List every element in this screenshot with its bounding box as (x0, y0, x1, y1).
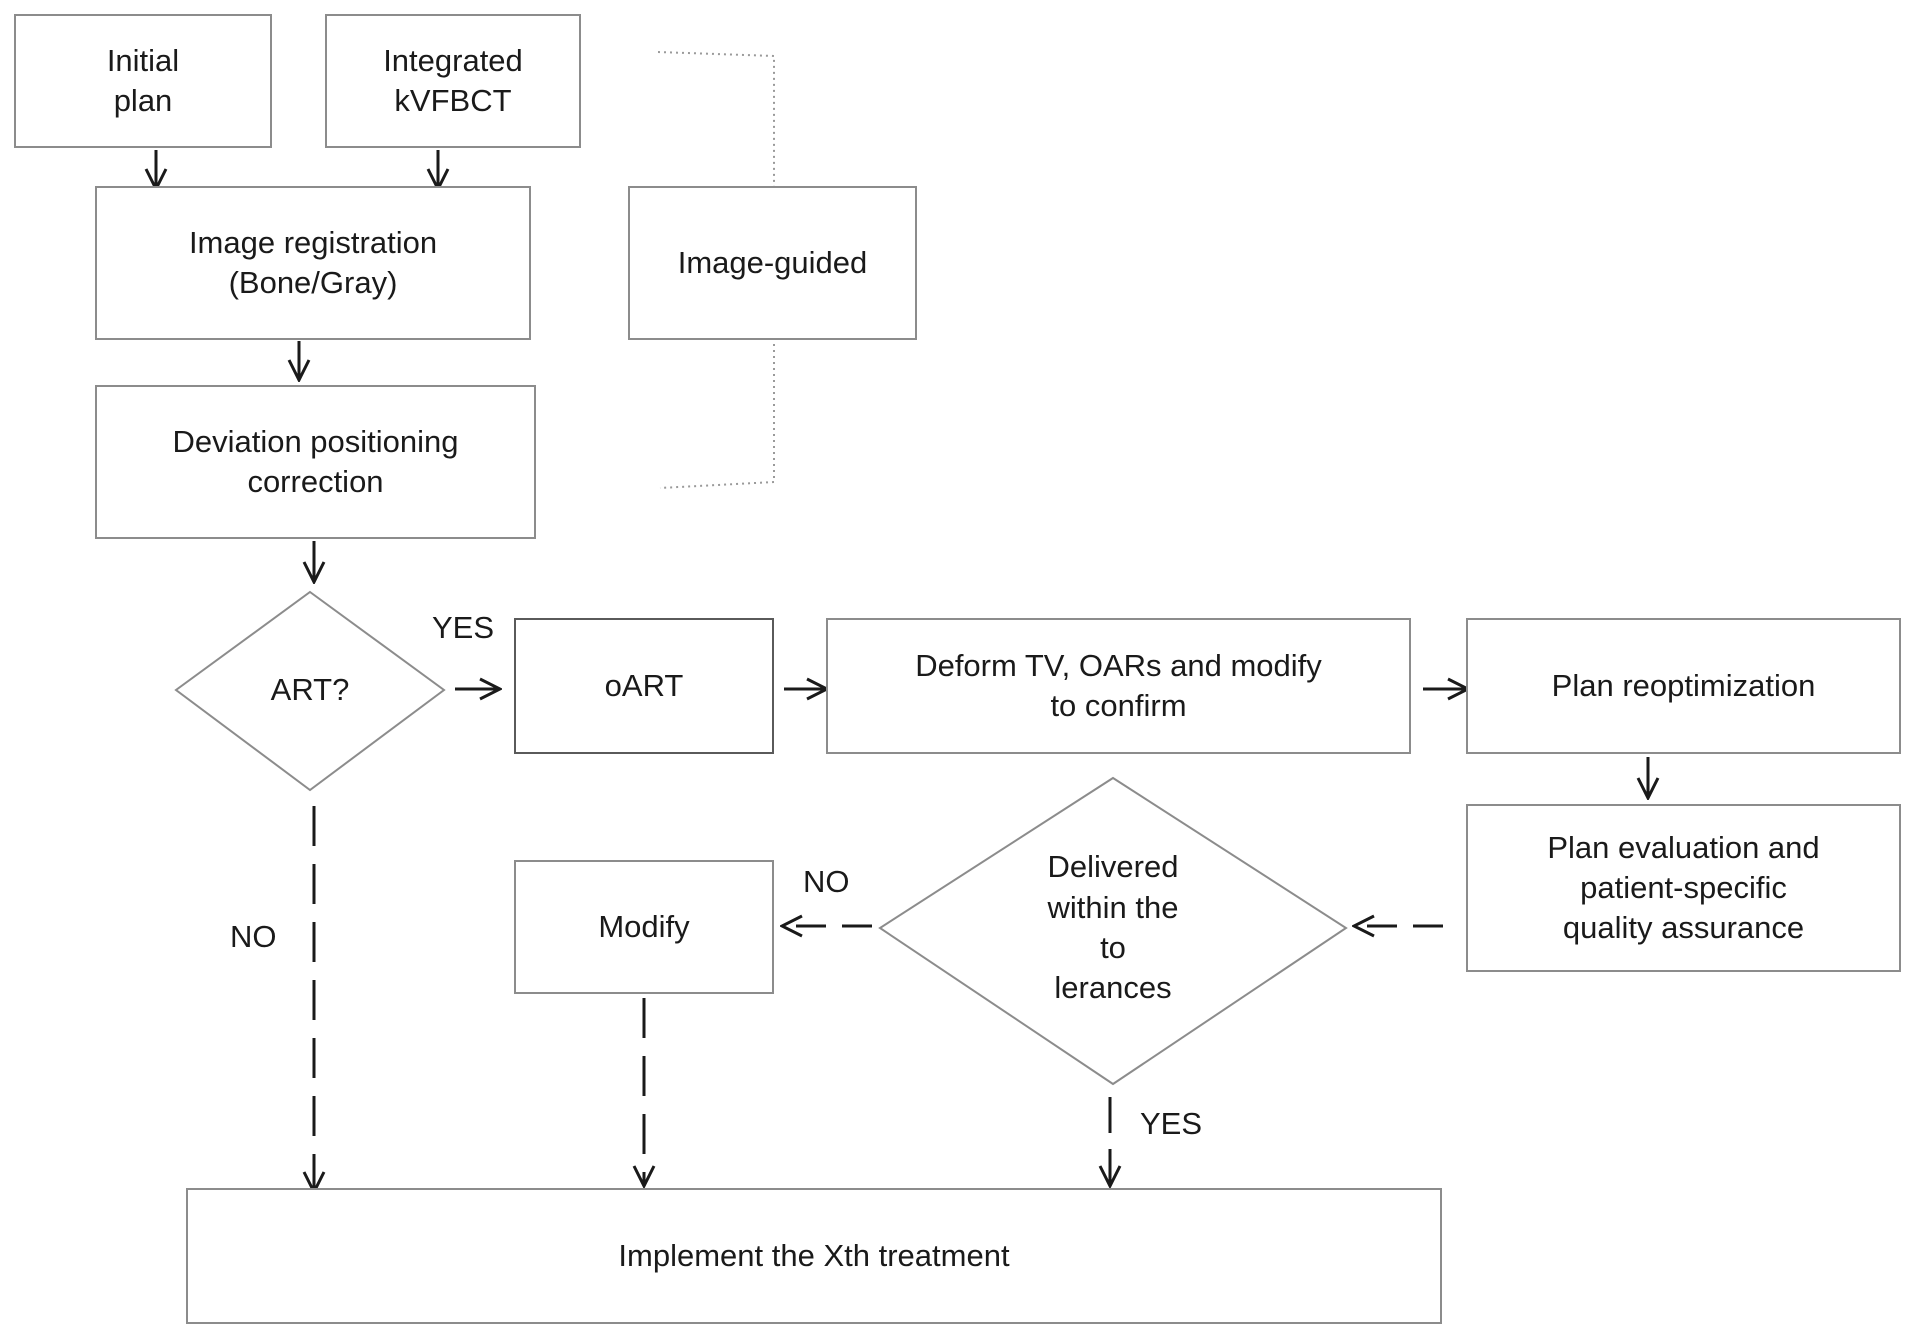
plan-evaluation-box: Plan evaluation and patient-specific qua… (1466, 804, 1901, 972)
image-guided-box: Image-guided (628, 186, 917, 340)
implement-treatment-label: Implement the Xth treatment (618, 1237, 1010, 1273)
modify-box: Modify (514, 860, 774, 994)
modify-label: Modify (598, 908, 690, 944)
oart-label: oART (604, 667, 684, 703)
tolerance-no-label: NO (803, 864, 850, 899)
initial-plan-box: Initial plan (14, 14, 272, 148)
image-guided-label: Image-guided (677, 244, 868, 280)
initial-plan-label: Initial plan (106, 42, 180, 118)
deform-box: Deform TV, OARs and modify to confirm (826, 618, 1411, 754)
plan-reoptimization-label: Plan reoptimization (1551, 667, 1816, 703)
art-decision-label: ART? (270, 671, 350, 707)
tolerance-yes-label: YES (1140, 1106, 1203, 1141)
deviation-correction-label: Deviation positioning correction (172, 423, 459, 499)
tolerance-decision-diamond (878, 776, 1348, 1086)
plan-evaluation-label: Plan evaluation and patient-specific qua… (1547, 829, 1820, 946)
plan-reoptimization-box: Plan reoptimization (1466, 618, 1901, 754)
oart-box: oART (514, 618, 774, 754)
art-yes-label: YES (432, 610, 495, 645)
art-decision-diamond (174, 590, 446, 792)
art-no-label: NO (230, 919, 277, 954)
integrated-kvfbct-box: Integrated kVFBCT (325, 14, 581, 148)
deviation-correction-box: Deviation positioning correction (95, 385, 536, 539)
deform-label: Deform TV, OARs and modify to confirm (915, 647, 1322, 723)
image-registration-label: Image registration (Bone/Gray) (188, 224, 438, 300)
integrated-kvfbct-label: Integrated kVFBCT (383, 42, 523, 118)
image-registration-box: Image registration (Bone/Gray) (95, 186, 531, 340)
implement-treatment-box: Implement the Xth treatment (186, 1188, 1442, 1324)
tolerance-decision-label: Delivered within the to lerances (1047, 849, 1179, 1006)
image-guided-bracket (657, 51, 775, 489)
